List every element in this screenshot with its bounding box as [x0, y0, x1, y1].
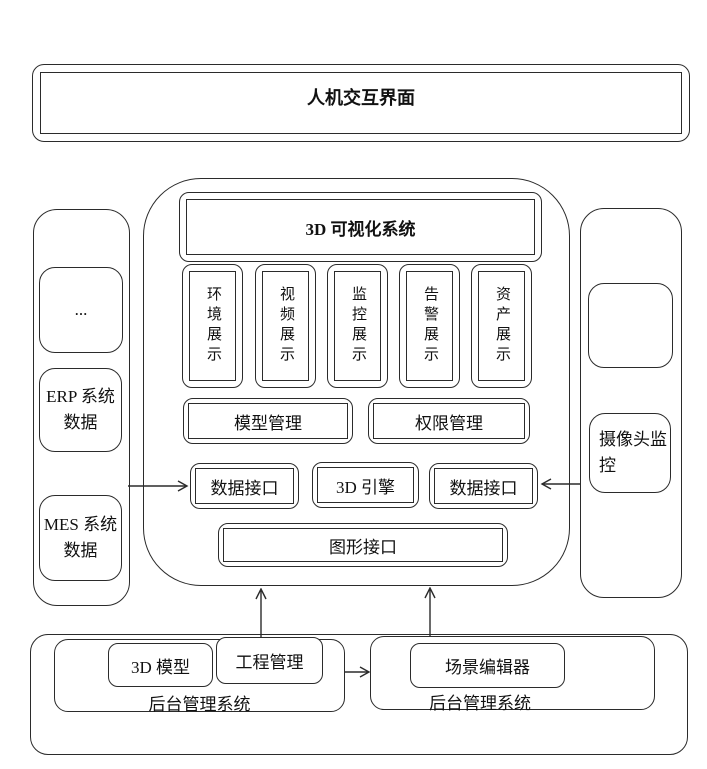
arrow-backend-left-to-right [344, 666, 371, 678]
backend-system-right-label: 后台管理系统 [429, 694, 531, 713]
graphics-interface-label: 图形接口 [223, 528, 503, 562]
data-interface-left-label: 数据接口 [195, 468, 294, 504]
data-interface-left-box: 数据接口 [190, 463, 299, 509]
arrow-left-panel-to-data-interface [128, 480, 189, 492]
module-asset-display: 资产展示 [471, 264, 532, 388]
arrow-right-panel-to-data-interface [540, 478, 580, 490]
engineering-management-label: 工程管理 [235, 653, 304, 672]
backend-system-left-label: 后台管理系统 [148, 695, 251, 714]
hmi-banner-label: 人机交互界面 [40, 72, 682, 134]
arrow-backend-right-up [424, 587, 436, 636]
camera-monitor-label: 摄像头监控 [599, 429, 667, 475]
module-asset-display-label: 资产展示 [494, 286, 510, 366]
permission-management-label: 权限管理 [373, 403, 525, 439]
model-management-label: 模型管理 [188, 403, 348, 439]
erp-data-box: ERP 系统数据 [39, 368, 122, 452]
data-interface-right-box: 数据接口 [429, 463, 538, 509]
model-3d-box: 3D 模型 [108, 643, 213, 687]
scene-editor-box: 场景编辑器 [410, 643, 565, 688]
model-3d-label: 3D 模型 [130, 657, 191, 677]
erp-data-label: ERP 系统数据 [46, 386, 115, 432]
module-env-display: 环境展示 [182, 264, 243, 388]
mes-data-label: MES 系统数据 [43, 514, 118, 560]
viz-title-label: 3D 可视化系统 [186, 199, 535, 255]
scene-editor-label: 场景编辑器 [445, 658, 530, 677]
module-alarm-display-label: 告警展示 [422, 286, 438, 366]
viz-title-box: 3D 可视化系统 [179, 192, 542, 262]
hmi-banner: 人机交互界面 [32, 64, 690, 142]
module-alarm-display: 告警展示 [399, 264, 460, 388]
more-sources-label: ... [74, 300, 88, 319]
graphics-interface-box: 图形接口 [218, 523, 508, 567]
module-monitor-display: 监控展示 [327, 264, 388, 388]
permission-management-box: 权限管理 [368, 398, 530, 444]
model-management-box: 模型管理 [183, 398, 353, 444]
camera-empty-box [588, 283, 673, 368]
more-sources-box: ... [39, 267, 123, 353]
camera-monitor-box: 摄像头监控 [589, 413, 671, 493]
module-video-display: 视频展示 [255, 264, 316, 388]
mes-data-box: MES 系统数据 [39, 495, 122, 581]
module-monitor-display-label: 监控展示 [350, 286, 366, 366]
camera-panel [580, 208, 682, 598]
arrow-backend-left-up [255, 588, 267, 637]
module-video-display-label: 视频展示 [278, 286, 294, 366]
data-interface-right-label: 数据接口 [434, 468, 533, 504]
module-env-display-label: 环境展示 [205, 286, 221, 366]
engine-3d-label: 3D 引擎 [317, 467, 414, 503]
engine-3d-box: 3D 引擎 [312, 462, 419, 508]
engineering-management-box: 工程管理 [216, 637, 323, 684]
